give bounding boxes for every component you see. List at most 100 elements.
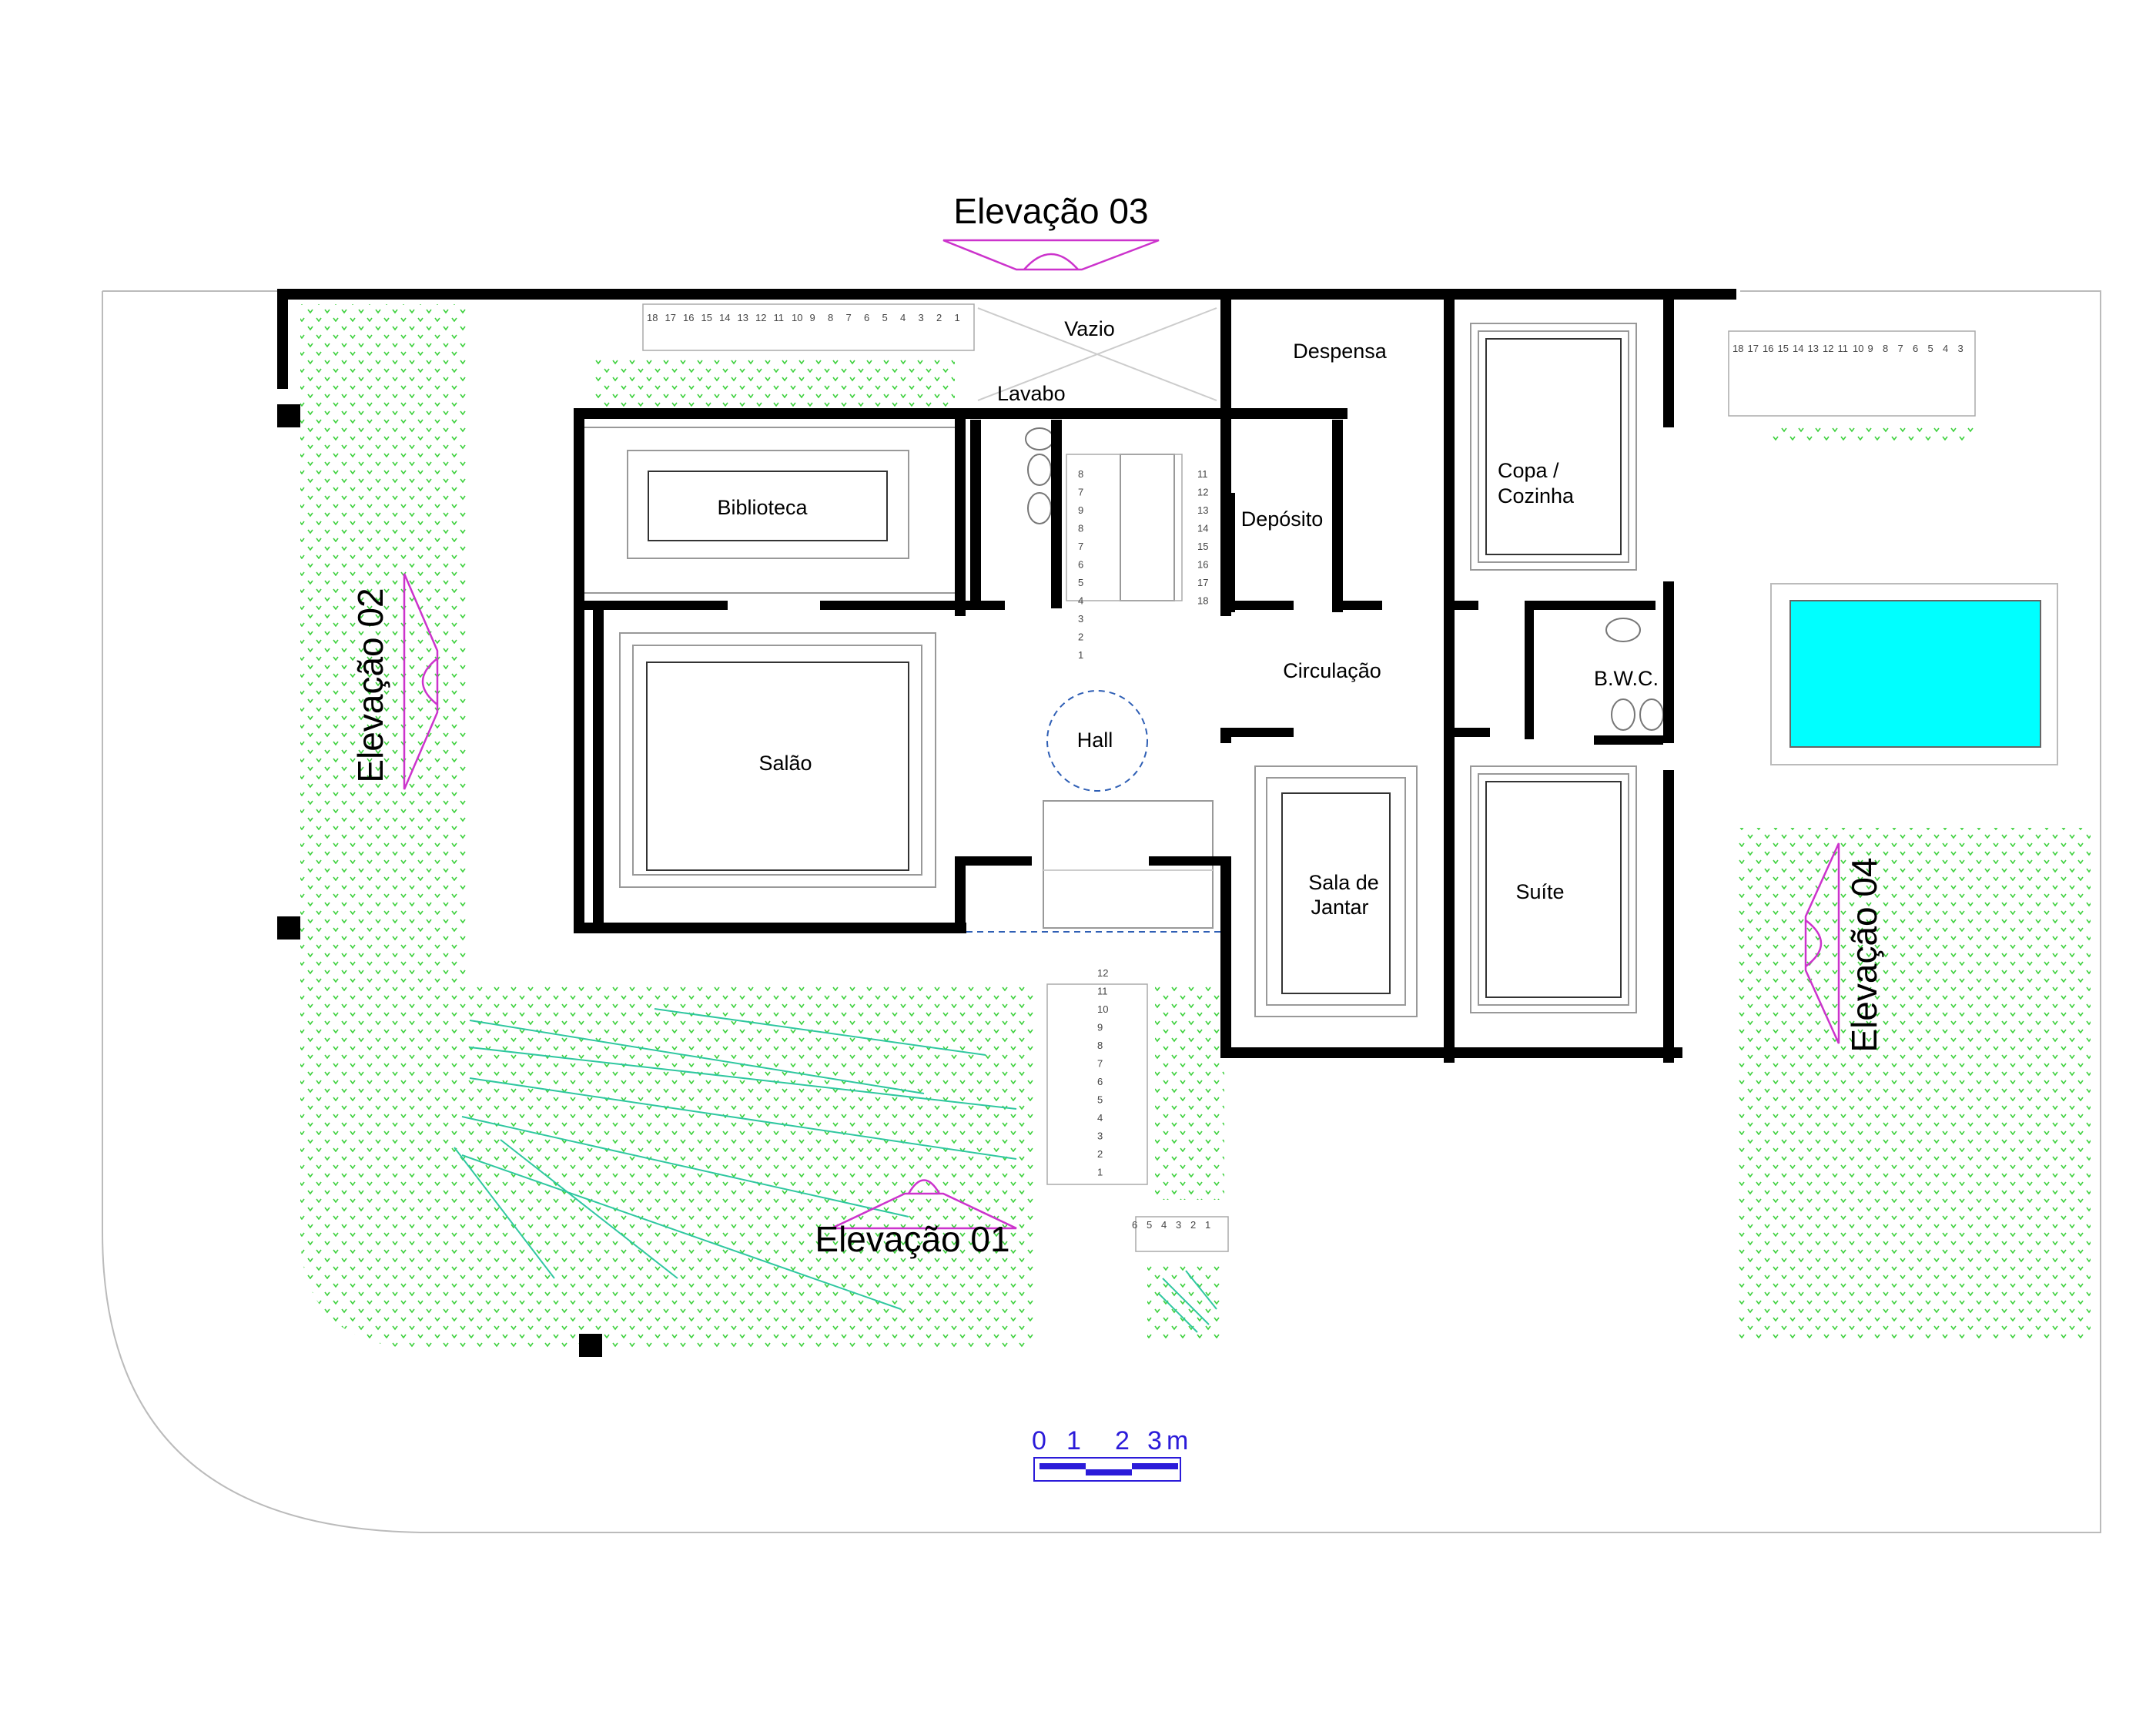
stair-step-number: 16 [1197, 559, 1208, 571]
stair-step-number: 13 [1197, 504, 1208, 516]
garden-north-strip [593, 356, 955, 411]
stair-step-number: 7 [1898, 343, 1903, 354]
scale-tick-2: 2 [1115, 1426, 1130, 1455]
stair-step-number: 15 [701, 312, 712, 323]
stair-step-number: 9 [1078, 504, 1083, 516]
stair-step-number: 9 [810, 312, 815, 323]
stair-step-number: 17 [1748, 343, 1759, 354]
room-salao: Salão [758, 752, 812, 775]
stair-step-number: 7 [1097, 1058, 1103, 1070]
room-sala-de: Sala de [1308, 871, 1379, 894]
garden-stair-strip [1155, 984, 1224, 1200]
stair-step-number: 1 [955, 312, 960, 323]
stair-step-number: 8 [1097, 1040, 1103, 1051]
stair-step-number: 11 [774, 312, 785, 323]
stair-step-number: 6 [1078, 559, 1083, 571]
stair-step-number: 3 [1097, 1130, 1103, 1142]
stair-step-number: 7 [846, 312, 852, 323]
stair-step-number: 18 [1732, 343, 1743, 354]
stair-step-number: 3 [1078, 613, 1083, 625]
stair-step-number: 3 [1176, 1219, 1181, 1231]
stair-step-number: 3 [919, 312, 924, 323]
room-bwc: B.W.C. [1594, 667, 1659, 690]
stair-step-number: 8 [828, 312, 833, 323]
stair-step-number: 14 [1197, 523, 1208, 534]
stair-step-number: 17 [1197, 577, 1208, 588]
room-lavabo: Lavabo [997, 382, 1066, 405]
stair-step-number: 6 [864, 312, 869, 323]
stair-step-number: 13 [738, 312, 748, 323]
stair-step-number: 16 [683, 312, 694, 323]
garden-ne-strip [1771, 425, 1975, 444]
walls [277, 289, 1736, 1063]
stair-step-number: 7 [1078, 487, 1083, 498]
stair-step-number: 6 [1913, 343, 1918, 354]
stair-step-number: 18 [1197, 595, 1208, 607]
stair-step-number: 12 [1823, 343, 1833, 354]
stair-step-number: 13 [1808, 343, 1819, 354]
elevation-02-label: Elevação 02 [350, 588, 390, 782]
stair-treads [642, 303, 1976, 1252]
room-despensa: Despensa [1293, 340, 1388, 363]
garden-east [1736, 828, 2091, 1340]
garden-areas [300, 304, 2091, 1349]
stair-step-number: 1 [1205, 1219, 1210, 1231]
stair-step-number: 4 [1097, 1112, 1103, 1124]
scale-tick-1: 1 [1066, 1426, 1081, 1455]
stair-step-number: 10 [1853, 343, 1863, 354]
stair-step-number: 15 [1778, 343, 1789, 354]
stair-step-number: 1 [1097, 1167, 1103, 1178]
elevation-04-label: Elevação 04 [1844, 857, 1884, 1052]
stair-step-number: 5 [1928, 343, 1933, 354]
room-copa: Copa / [1498, 459, 1559, 482]
stair-step-number: 3 [1958, 343, 1964, 354]
furniture [581, 307, 1637, 1017]
bathroom-fixtures [1025, 427, 1664, 731]
garden-south-west [300, 982, 1036, 1349]
stair-step-number: 10 [792, 312, 802, 323]
stair-step-number: 8 [1078, 523, 1083, 534]
stair-step-number: 5 [1078, 577, 1083, 588]
site-boundary [102, 290, 2101, 1533]
stair-step-number: 6 [1132, 1219, 1137, 1231]
room-circulacao: Circulação [1283, 659, 1381, 682]
room-hall: Hall [1077, 729, 1113, 752]
elevation-03-label: Elevação 03 [953, 191, 1148, 231]
room-biblioteca: Biblioteca [717, 496, 808, 519]
room-deposito: Depósito [1241, 507, 1324, 531]
stair-step-number: 10 [1097, 1003, 1108, 1015]
stair-step-number: 9 [1097, 1022, 1103, 1033]
stair-step-number: 17 [665, 312, 676, 323]
garden-west [300, 304, 466, 982]
stair-step-number: 5 [1147, 1219, 1152, 1231]
stair-step-number: 11 [1197, 468, 1208, 480]
stair-step-number: 1 [1078, 649, 1083, 661]
scale-unit: m [1167, 1426, 1188, 1455]
stair-step-number: 14 [1793, 343, 1803, 354]
room-vazio: Vazio [1064, 317, 1115, 340]
stair-step-number: 16 [1763, 343, 1773, 354]
stair-step-number: 8 [1883, 343, 1888, 354]
stair-step-number: 11 [1097, 986, 1108, 997]
pool [1789, 600, 2041, 748]
garden-small [1147, 1263, 1220, 1340]
stair-step-number: 4 [1161, 1219, 1167, 1231]
stair-step-number: 12 [1097, 967, 1108, 979]
hall-circle [1046, 690, 1148, 792]
scale-bar: 0 1 2 3 m [1032, 1426, 1188, 1482]
stair-step-number: 5 [1097, 1094, 1103, 1106]
stair-step-number: 15 [1197, 541, 1208, 552]
stair-step-number: 6 [1097, 1076, 1103, 1087]
room-cozinha: Cozinha [1498, 484, 1575, 507]
stair-step-number: 4 [900, 312, 906, 323]
columns [277, 404, 602, 1357]
stair-step-number: 2 [1097, 1148, 1103, 1160]
stair-step-number: 4 [1943, 343, 1948, 354]
elevation-markers [403, 239, 1840, 1230]
stair-step-number: 7 [1078, 541, 1083, 552]
stair-step-number: 4 [1078, 595, 1083, 607]
scale-tick-3: 3 [1147, 1426, 1162, 1455]
elevation-01-label: Elevação 01 [815, 1219, 1009, 1259]
